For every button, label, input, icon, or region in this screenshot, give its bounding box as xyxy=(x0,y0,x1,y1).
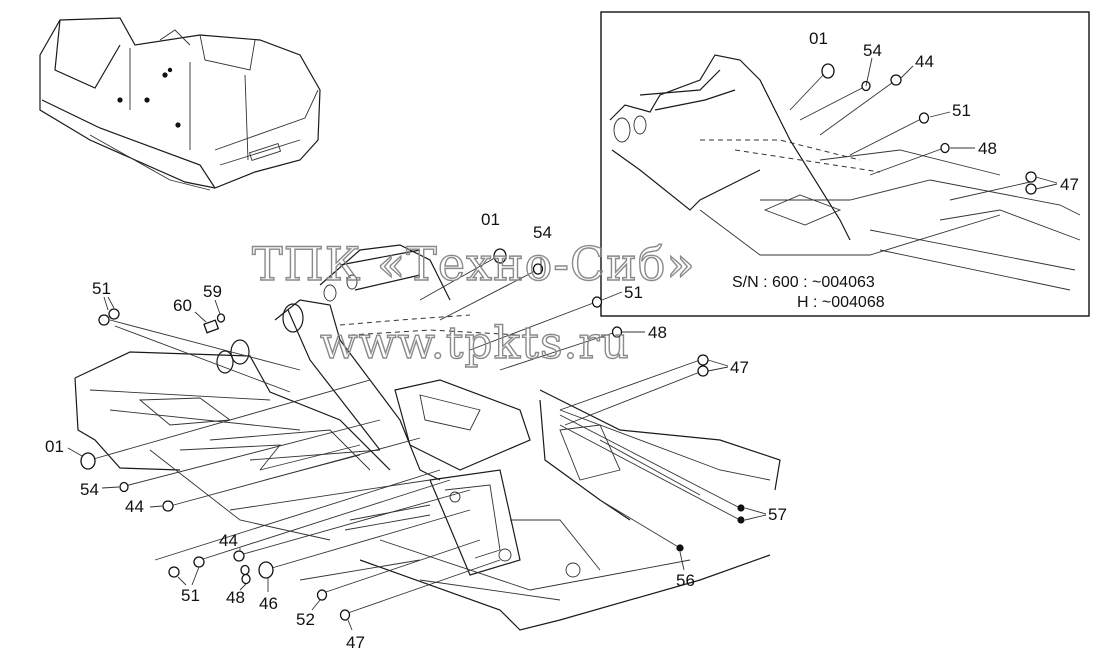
serial-note-line2: H : ~004068 xyxy=(797,294,885,311)
label-bottom-44: 44 xyxy=(219,531,238,550)
watermark: ТПК «Техно-Сиб» www.tpkts.ru xyxy=(251,236,696,369)
detail-inset: 01 54 44 51 48 47 S/N : 600 : ~004063 H … xyxy=(600,11,1090,317)
inset-label-48: 48 xyxy=(978,139,997,158)
label-bottom-46: 46 xyxy=(259,594,278,613)
label-bottom-52: 52 xyxy=(296,610,315,629)
main-frame-drawing: 01 54 51 48 47 51 59 60 01 54 44 44 51 4… xyxy=(45,210,787,652)
inset-label-01: 01 xyxy=(809,29,828,48)
label-left-01: 01 xyxy=(45,437,64,456)
label-top-01: 01 xyxy=(481,210,500,229)
label-left-54: 54 xyxy=(80,480,99,499)
inset-label-47: 47 xyxy=(1060,175,1079,194)
label-top-47: 47 xyxy=(730,358,749,377)
label-bottom-51: 51 xyxy=(181,586,200,605)
inset-label-54: 54 xyxy=(863,41,882,60)
watermark-company: ТПК «Техно-Сиб» xyxy=(252,237,696,291)
label-left-44: 44 xyxy=(125,497,144,516)
label-bottom-48: 48 xyxy=(226,588,245,607)
label-right-57: 57 xyxy=(768,505,787,524)
watermark-website: www.tpkts.ru xyxy=(320,318,630,369)
label-left-60: 60 xyxy=(173,296,192,315)
label-top-48: 48 xyxy=(648,323,667,342)
label-top-54: 54 xyxy=(533,223,552,242)
excavator-thumbnail xyxy=(39,17,321,191)
label-left-59: 59 xyxy=(203,282,222,301)
label-bottom-47: 47 xyxy=(346,633,365,652)
label-right-56: 56 xyxy=(676,571,695,590)
serial-note-line1: S/N : 600 : ~004063 xyxy=(732,274,875,291)
label-left-51: 51 xyxy=(92,279,111,298)
inset-label-51: 51 xyxy=(952,101,971,120)
inset-label-44: 44 xyxy=(915,52,934,71)
label-top-51: 51 xyxy=(624,283,643,302)
